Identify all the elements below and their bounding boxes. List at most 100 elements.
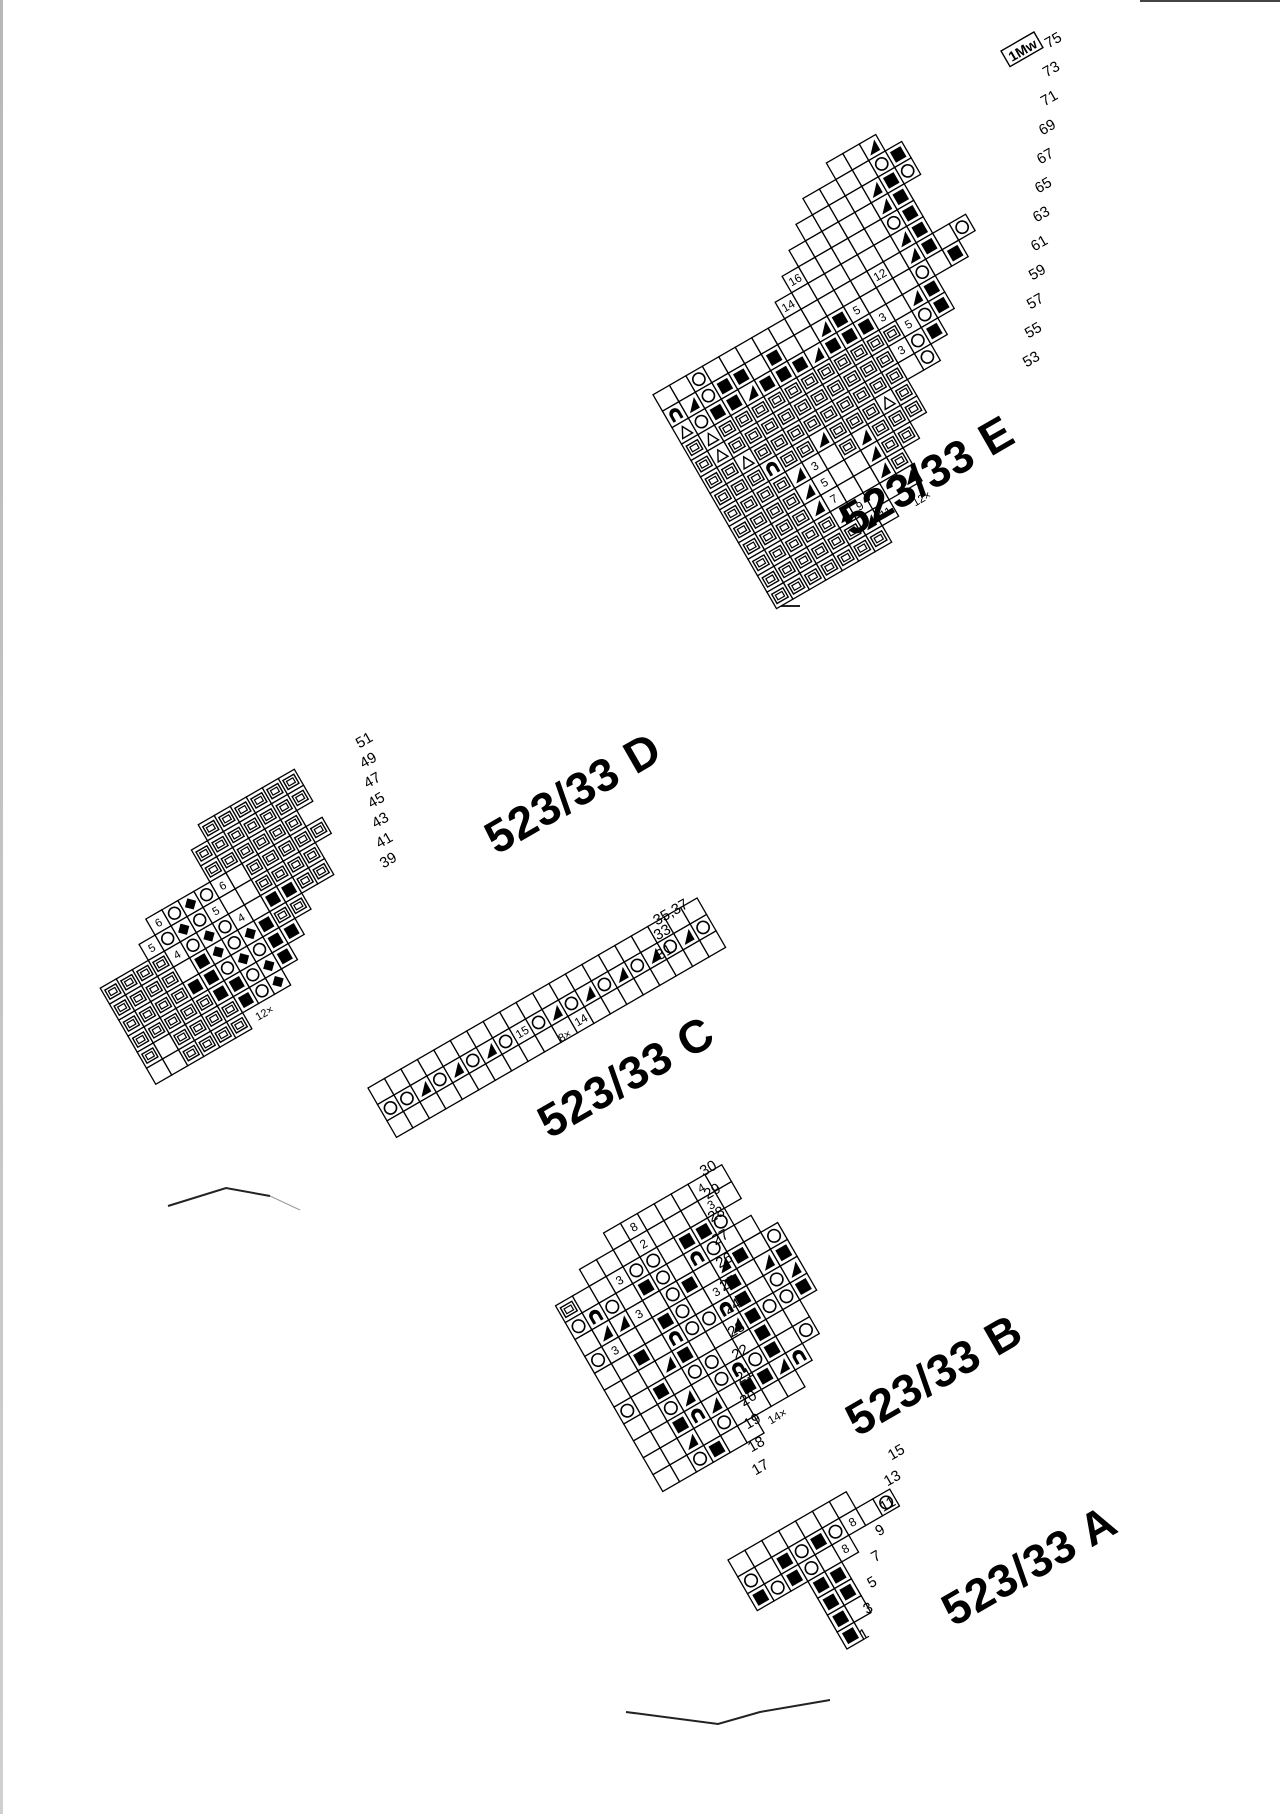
open-circle-icon <box>605 1299 620 1314</box>
filled-square-icon <box>926 322 943 340</box>
open-circle-icon <box>564 996 579 1011</box>
double-square-icon <box>265 782 284 800</box>
double-square-icon <box>170 987 189 1005</box>
double-square-icon <box>302 846 321 864</box>
double-square-icon <box>842 369 862 388</box>
double-square-icon <box>129 989 148 1007</box>
filled-square-icon <box>276 948 293 965</box>
double-square-icon <box>289 897 308 915</box>
double-square-icon <box>835 395 855 414</box>
double-square-icon <box>296 871 315 890</box>
chart-cell <box>763 1573 792 1602</box>
filled-square-icon <box>841 1627 860 1645</box>
double-square-icon <box>243 817 262 835</box>
filled-triangle-icon <box>870 139 881 156</box>
double-square-icon <box>273 906 292 924</box>
filled-square-icon <box>763 1341 781 1359</box>
chart-cell <box>893 157 922 185</box>
filled-square-icon <box>775 1244 793 1262</box>
double-square-icon <box>277 839 296 858</box>
open-circle-icon <box>794 1544 809 1559</box>
open-circle-icon <box>798 1323 813 1338</box>
filled-square-icon <box>756 1367 774 1385</box>
chart-cell <box>738 1301 767 1330</box>
chart-cell <box>651 1306 680 1336</box>
filled-triangle-icon <box>867 514 878 531</box>
double-square-icon <box>756 485 775 504</box>
double-square-icon <box>252 833 271 851</box>
double-square-icon <box>718 419 737 438</box>
double-square-icon <box>734 410 754 428</box>
open-circle-icon <box>571 1319 586 1334</box>
open-circle-icon <box>717 1415 732 1430</box>
open-circle-icon <box>920 350 935 364</box>
open-circle-icon <box>465 1053 480 1068</box>
open-circle-icon <box>879 1495 894 1510</box>
double-square-icon <box>802 414 822 433</box>
double-square-icon <box>767 391 786 409</box>
chart-cell <box>948 213 977 242</box>
double-square-icon <box>820 558 839 576</box>
filled-square-icon <box>228 975 245 993</box>
double-square-icon <box>826 379 845 397</box>
chart-cell: 8 <box>831 1534 860 1563</box>
double-square-icon <box>182 1044 201 1062</box>
filled-square-icon <box>776 1552 794 1570</box>
open-circle-icon <box>591 1352 606 1368</box>
chart-cell <box>899 395 928 423</box>
chart-cell <box>927 291 956 319</box>
chart-cell <box>264 968 292 996</box>
chart-cell <box>736 1415 765 1444</box>
chart-cell <box>672 1226 702 1256</box>
chart-cell <box>676 1427 705 1457</box>
double-square-icon <box>849 343 869 362</box>
double-square-icon <box>890 452 909 470</box>
double-square-icon <box>713 488 733 506</box>
filled-triangle-icon <box>688 1433 699 1451</box>
filled-triangle-icon <box>819 431 830 449</box>
filled-square-icon <box>695 1222 713 1240</box>
double-square-icon <box>131 1030 150 1049</box>
double-square-icon <box>230 1016 249 1034</box>
chart-cell <box>698 930 727 958</box>
double-square-icon <box>145 980 164 998</box>
double-square-icon <box>151 955 170 973</box>
filled-triangle-icon <box>553 1004 563 1022</box>
double-square-icon <box>270 865 289 883</box>
filled-square-icon <box>237 991 255 1009</box>
chart-cell <box>941 239 970 268</box>
double-square-icon <box>227 826 246 844</box>
filled-square-icon <box>794 1278 812 1296</box>
double-square-icon <box>819 405 838 423</box>
double-square-icon <box>765 502 785 520</box>
open-circle-icon <box>227 936 242 950</box>
double-square-icon <box>744 426 763 445</box>
open-circle-icon <box>675 1304 690 1319</box>
filled-triangle-icon <box>910 247 921 264</box>
filled-square-icon <box>923 280 941 297</box>
double-square-icon <box>882 324 902 343</box>
chart-cell <box>920 317 949 345</box>
cell-number: 16 <box>786 271 804 289</box>
cell-number: 5 <box>146 942 158 956</box>
filled-triangle-icon <box>901 231 912 248</box>
open-circle-icon <box>706 1241 721 1256</box>
open-circle-icon <box>220 961 235 975</box>
double-square-icon <box>275 798 294 816</box>
double-square-icon <box>833 353 852 371</box>
double-square-icon <box>809 388 829 407</box>
double-square-icon <box>732 521 752 539</box>
cell-number: 6 <box>153 917 165 931</box>
filled-triangle-icon <box>721 1256 732 1274</box>
filled-triangle-icon <box>690 397 700 414</box>
chart-cell <box>656 1393 686 1423</box>
filled-square-icon <box>212 985 229 1002</box>
filled-triangle-icon <box>618 966 629 984</box>
open-circle-icon <box>246 968 260 982</box>
double-square-icon <box>768 544 787 563</box>
double-square-icon <box>739 495 759 513</box>
small-triangle-icon <box>717 448 730 464</box>
